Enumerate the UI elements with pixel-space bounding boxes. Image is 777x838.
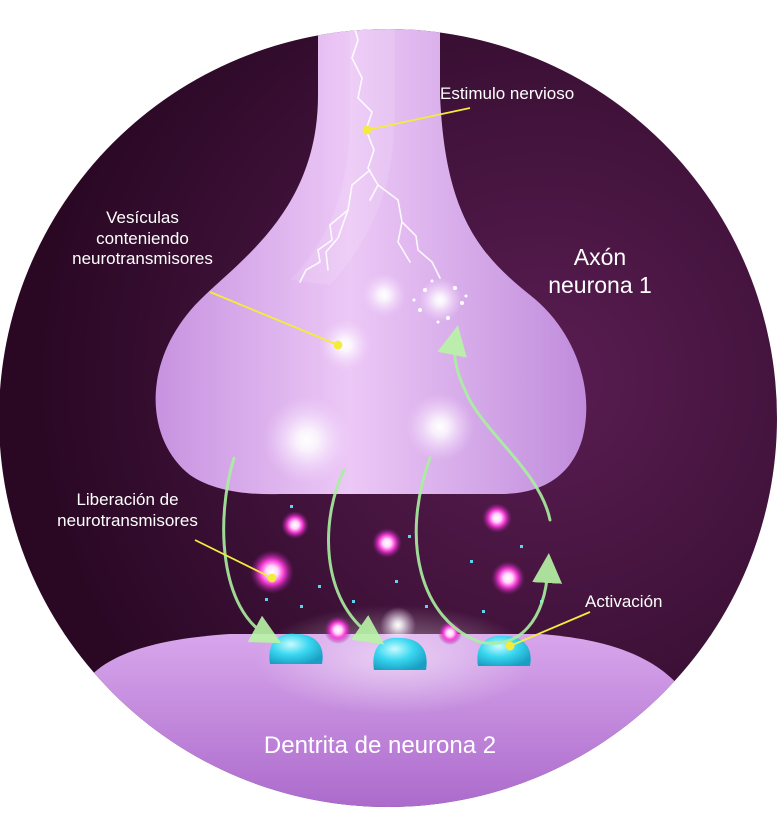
leader-line-activation	[509, 611, 591, 647]
leader-dot	[505, 641, 515, 651]
neurotransmitter	[324, 616, 352, 644]
neurotransmitter	[380, 607, 416, 643]
label-axon-line: Axón	[573, 244, 627, 270]
vesicle-bursting	[418, 278, 462, 322]
release-arrow	[327, 468, 385, 645]
label-dendrite-text: Dentrita de neurona 2	[263, 732, 497, 759]
leader-line-vesicles	[209, 291, 339, 346]
label-activation: Activación	[585, 592, 662, 613]
flow-arrows	[222, 325, 563, 645]
vesicle	[263, 396, 351, 484]
label-vesicles: Vesículas conteniendo neurotransmisores	[40, 208, 245, 270]
leader-line-stimulus	[366, 107, 471, 131]
leader-lines	[194, 107, 591, 651]
axon-highlight	[290, 29, 395, 285]
label-release-line: neurotransmisores	[57, 510, 198, 530]
label-dendrite: Dentrita de neurona 2	[170, 731, 590, 760]
neurotransmitters	[250, 503, 543, 645]
label-release-line: Liberación de	[76, 490, 179, 509]
neurotransmitter	[491, 561, 525, 595]
receptor	[373, 637, 427, 670]
reuptake-arrow	[437, 325, 552, 522]
label-axon: Axón neurona 1	[520, 243, 680, 299]
neurotransmitter	[372, 528, 402, 558]
burst-particles	[412, 279, 468, 324]
label-vesicles-line: conteniendo	[96, 228, 189, 248]
label-activation-text: Activación	[585, 592, 663, 611]
receptor	[269, 633, 323, 664]
reuptake-arrow	[414, 456, 563, 645]
leader-dot	[267, 573, 277, 583]
label-stimulus-text: Estimulo nervioso	[440, 84, 575, 103]
label-vesicles-line: neurotransmisores	[72, 249, 213, 269]
label-vesicles-line: Vesículas	[106, 208, 179, 227]
vesicles	[263, 273, 474, 484]
stimulus-lightning	[299, 29, 441, 283]
leader-dot	[362, 125, 372, 135]
vesicle	[406, 393, 474, 461]
axon-terminal	[155, 29, 587, 495]
label-stimulus: Estimulo nervioso	[440, 84, 574, 105]
release-arrow	[222, 456, 282, 644]
leader-dot	[333, 340, 343, 350]
label-axon-line: neurona 1	[548, 272, 652, 299]
leader-line-release	[194, 539, 273, 579]
neurotransmitter	[250, 550, 294, 594]
vesicle	[319, 319, 371, 371]
neurotransmitter	[482, 503, 512, 533]
neurotransmitter	[281, 511, 309, 539]
label-release: Liberación de neurotransmisores	[30, 490, 225, 531]
vesicle	[362, 273, 406, 317]
